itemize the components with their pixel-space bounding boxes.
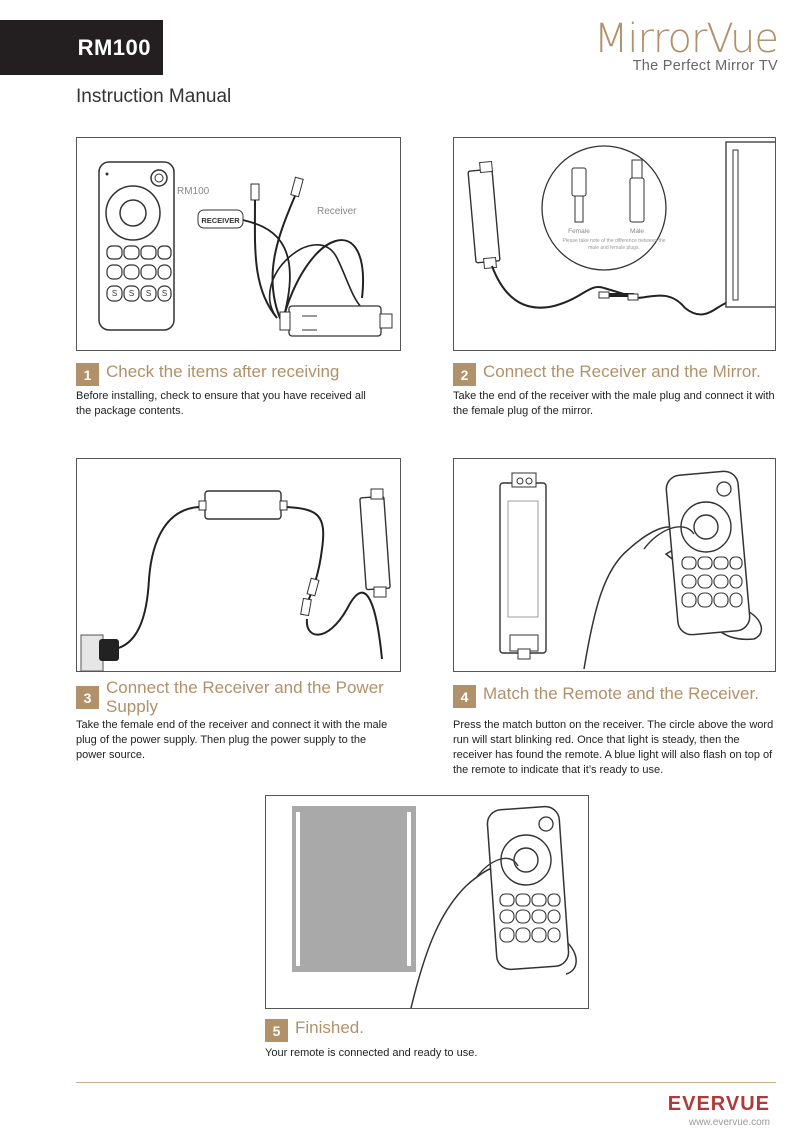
model-label: RM100 xyxy=(77,34,151,60)
step-5-illustration xyxy=(265,795,589,1009)
step-4-number: 4 xyxy=(453,685,476,708)
step-4-heading: 4 Match the Remote and the Receiver. xyxy=(453,684,793,708)
step-1-heading: 1 Check the items after receiving xyxy=(76,362,406,386)
step-2-title: Connect the Receiver and the Mirror. xyxy=(483,362,761,381)
step-3-illustration xyxy=(76,458,401,672)
female-label: Female xyxy=(568,228,590,235)
footer-divider xyxy=(76,1082,776,1083)
step-4-text: Press the match button on the receiver. … xyxy=(453,719,774,776)
step-5-title: Finished. xyxy=(295,1018,364,1037)
step-2-text: Take the end of the receiver with the ma… xyxy=(453,390,775,417)
step-5-heading: 5 Finished. xyxy=(265,1018,595,1042)
male-label: Male xyxy=(630,228,644,235)
brand-name: MirrorVue xyxy=(593,16,779,62)
step-1-text: Before installing, check to ensure that … xyxy=(76,390,366,417)
step-1-illustration: S S S S RM100 RECEIVER Receiver xyxy=(76,137,401,351)
svg-text:S: S xyxy=(146,289,151,298)
footer-url: www.evervue.com xyxy=(688,1117,770,1128)
receiver-to-power-illustration xyxy=(80,488,391,671)
step-1-number: 1 xyxy=(76,363,99,386)
evervue-logo: EVERVUE xyxy=(667,1093,770,1115)
step-4-title: Match the Remote and the Receiver. xyxy=(483,684,759,703)
plug-note: Please take note of the difference betwe… xyxy=(562,238,666,251)
match-remote-illustration xyxy=(499,470,763,670)
step-5-text: Your remote is connected and ready to us… xyxy=(265,1047,478,1059)
svg-text:S: S xyxy=(112,289,117,298)
svg-text:S: S xyxy=(129,289,134,298)
step-3-title: Connect the Receiver and the Power Suppl… xyxy=(106,678,384,716)
finished-illustration xyxy=(292,805,577,1008)
step-3-heading: 3 Connect the Receiver and the Power Sup… xyxy=(76,678,406,716)
step-1-title: Check the items after receiving xyxy=(106,362,340,381)
manual-title: Instruction Manual xyxy=(76,86,232,107)
svg-text:S: S xyxy=(162,289,167,298)
receiver-tag-label: RECEIVER xyxy=(201,216,240,225)
receiver-to-mirror-illustration: Female Male Please take note of the diff… xyxy=(467,141,775,316)
model-tab: RM100 xyxy=(0,20,163,75)
brand-tagline: The Perfect Mirror TV xyxy=(632,58,778,74)
brand-logo: MirrorVue The Perfect Mirror TV xyxy=(593,16,779,74)
step-3-text: Take the female end of the receiver and … xyxy=(76,719,388,761)
remote-label: RM100 xyxy=(177,186,210,197)
step-4-illustration xyxy=(453,458,776,672)
step-3-number: 3 xyxy=(76,686,99,709)
remote-and-receiver-illustration: S S S S RM100 RECEIVER Receiver xyxy=(98,161,393,337)
step-2-number: 2 xyxy=(453,363,476,386)
step-2-heading: 2 Connect the Receiver and the Mirror. xyxy=(453,362,793,386)
receiver-label: Receiver xyxy=(317,206,357,217)
step-2-illustration: Female Male Please take note of the diff… xyxy=(453,137,776,351)
step-5-number: 5 xyxy=(265,1019,288,1042)
